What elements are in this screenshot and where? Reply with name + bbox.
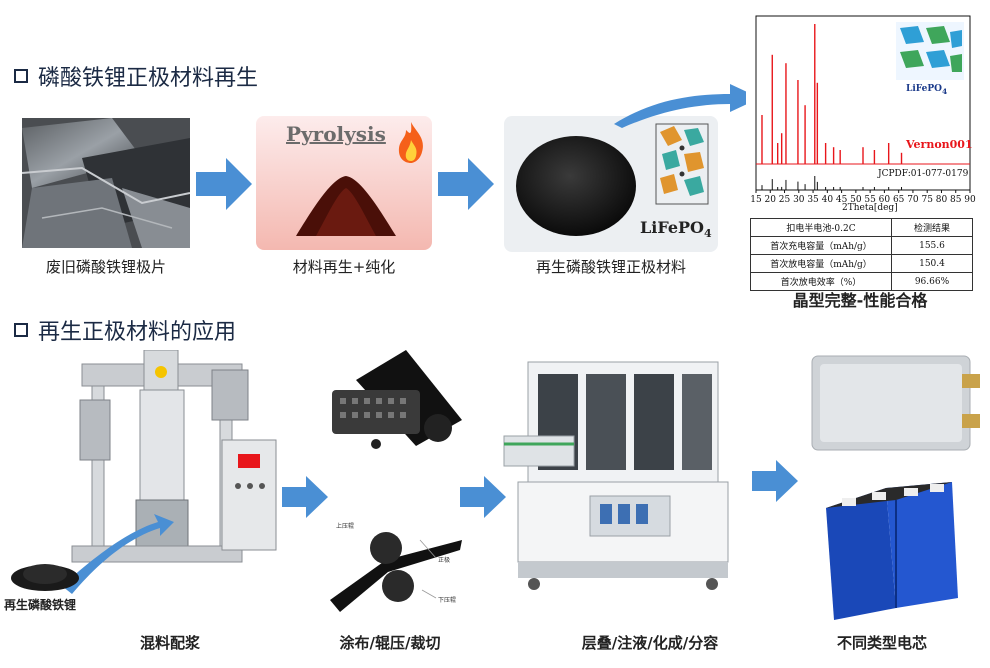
scrap-sheet-image [21,118,191,248]
prismatic-cells-graphic [826,482,958,620]
lfp-powder-heap-graphic [11,564,79,591]
coating-label: 涂布/辊压/裁切 [339,634,441,652]
xrd-reference-label: JCPDF:01-077-0179 [878,169,969,179]
rolling-press-graphic: 上压辊 正极 下压辊 [330,522,462,612]
xrd-inset-label: LiFePO4 [906,84,948,96]
arrow-right-icon [196,158,252,210]
table-row: 首次充电容量（mAh/g） 155.6 [750,236,973,255]
lfp-powder-label: 再生磷酸铁锂 [4,598,77,612]
roller-label-bottom: 下压辊 [438,596,456,604]
pouch-cell-graphic [811,355,980,451]
assembly-label: 层叠/注液/化成/分容 [581,634,719,652]
xrd-tick-label: 20 [765,195,777,205]
powder-pile-graphic [296,176,396,236]
black-powder-graphic [516,136,636,236]
table-header-row: 扣电半电池-0.2C 检测结果 [750,218,973,237]
square-bullet-icon [14,69,28,83]
xrd-tick-label: 55 [864,195,876,205]
pyrolysis-image: Pyrolysis [256,116,432,250]
cell-types-label: 不同类型电芯 [836,634,927,652]
step2-label: 材料再生+纯化 [292,258,396,276]
table-row: 首次放电效率（%） 96.66% [750,272,973,291]
arrow-right-icon [752,460,798,502]
crystal-structure-icon [655,123,709,205]
crystal-inset-icon [896,22,964,80]
coating-machine-graphic [332,350,462,449]
xrd-series-label: Vernon001 [906,138,973,151]
arrow-right-icon [282,476,328,518]
table-cell: 首次放电效率（%） [750,272,892,291]
xrd-tick-label: 85 [950,195,962,205]
table-row: 首次放电容量（mAh/g） 150.4 [750,254,973,273]
xrd-tick-label: 25 [779,195,791,205]
mixer-machine-graphic [62,349,277,594]
xrd-caption: 晶型完整-性能合格 [792,291,928,310]
xrd-tick-label: 65 [893,195,905,205]
roller-label-electrode: 正极 [438,556,450,564]
xrd-tick-label: 80 [936,195,948,205]
mixer-machine-image [62,349,284,600]
xrd-tick-label: 70 [907,195,919,205]
xrd-tick-label: 45 [836,195,848,205]
table-cell: 155.6 [891,236,973,255]
table-header-cell: 扣电半电池-0.2C [750,218,892,237]
xrd-tick-label: 75 [921,195,933,205]
xrd-tick-label: 35 [807,195,819,205]
xrd-tick-label: 90 [964,195,976,205]
table-cell: 首次充电容量（mAh/g） [750,236,892,255]
xrd-tick-label: 15 [750,195,762,205]
step1-label: 废旧磷酸铁锂极片 [45,258,166,276]
lfp-formula: LiFePO4 [640,218,712,241]
assembly-line-graphic [503,361,729,590]
xrd-tick-label: 60 [879,195,891,205]
regenerated-lfp-image: LiFePO4 [504,116,718,252]
table-cell: 150.4 [891,254,973,273]
table-cell: 首次放电容量（mAh/g） [750,254,892,273]
xrd-tick-label: 50 [850,195,862,205]
section2-title: 再生正极材料的应用 [14,314,236,346]
table-header-cell: 检测结果 [891,218,973,237]
xrd-tick-label: 30 [793,195,805,205]
roller-label-top: 上压辊 [336,522,354,530]
curved-arrow-icon [614,84,760,128]
arrow-right-icon [438,158,494,210]
table-cell: 96.66% [891,272,973,291]
xrd-tick-label: 40 [822,195,834,205]
square-bullet-icon [14,323,28,337]
mixing-label: 混料配浆 [139,634,200,652]
step3-label: 再生磷酸铁锂正极材料 [535,258,686,276]
pyrolysis-text: Pyrolysis [286,122,386,146]
arrow-right-icon [460,476,506,518]
flame-icon [398,122,423,163]
xrd-xlabel: 2Theta[deg] [842,203,898,213]
results-table: 扣电半电池-0.2C 检测结果 首次充电容量（mAh/g） 155.6 首次放电… [750,218,973,291]
scrap-sheet-graphic [21,118,191,248]
section1-title: 磷酸铁锂正极材料再生 [14,60,258,92]
